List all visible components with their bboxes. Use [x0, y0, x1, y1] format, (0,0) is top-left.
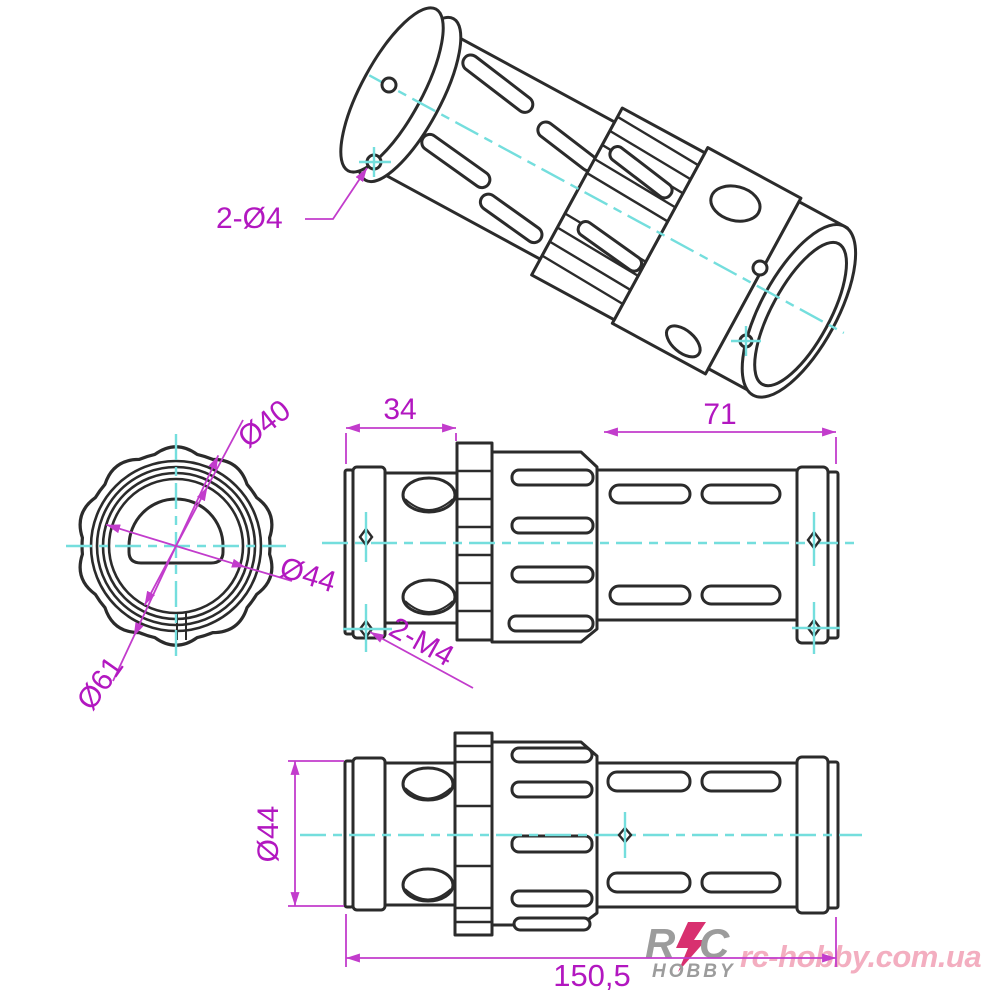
dim-label-d44-front: Ø44 — [276, 551, 340, 599]
dim-extension — [112, 636, 135, 682]
dim-line — [132, 545, 177, 637]
bottom-body-slot — [510, 780, 594, 799]
watermark-site-url: rc-hobby.com.ua — [740, 939, 981, 974]
iso-tube-slot — [420, 132, 492, 190]
iso-axis-centerline — [368, 74, 845, 335]
dimension-34: 34 — [345, 393, 457, 464]
bottom-view — [300, 731, 862, 937]
dim-label-71: 71 — [703, 398, 736, 431]
iso-tube-slot — [461, 53, 535, 114]
iso-bottom-cut — [665, 324, 702, 359]
bottom-oval-shadow — [404, 888, 452, 901]
logo-letter-r: R — [645, 920, 676, 967]
bottom-body-slot — [510, 834, 594, 854]
bottom-tube-slot — [606, 770, 692, 793]
dim-label-d44-bottom: Ø44 — [252, 806, 285, 863]
side-knurled-collar — [455, 441, 494, 642]
bottom-oval-shadow — [404, 787, 452, 800]
bottom-oval-hole — [401, 766, 455, 802]
side-front-cap — [351, 465, 387, 640]
iso-flange-hole-top — [380, 76, 398, 94]
dim-extension — [206, 419, 244, 488]
dimension-d44-bottom: Ø44 — [252, 760, 344, 907]
side-body-slot — [510, 565, 595, 584]
side-body-slot — [510, 516, 595, 535]
leader-line — [369, 631, 474, 689]
logo-word-hobby: HOBBY — [652, 961, 736, 982]
dim-label-150-5: 150,5 — [553, 958, 631, 993]
side-body-slot — [507, 614, 595, 633]
dimension-overall-length: 150,5 — [345, 914, 837, 993]
bottom-collar-ribs — [455, 744, 492, 924]
iso-collar-slot — [576, 220, 644, 273]
side-oval-hole — [401, 476, 457, 514]
side-oval-hole — [401, 578, 457, 616]
iso-ring-hole — [751, 259, 769, 277]
bottom-tube-slot — [700, 770, 782, 793]
side-oval-shadow — [404, 600, 454, 613]
bottom-body-slot — [512, 916, 592, 932]
side-rear-ring — [795, 465, 830, 645]
leader-line — [305, 167, 368, 220]
side-body-slot — [510, 468, 595, 487]
side-tube-slot — [608, 584, 692, 606]
bottom-body-slot — [510, 746, 594, 764]
dim-label-2-d4: 2-Ø4 — [216, 202, 283, 235]
side-main-body — [490, 450, 599, 644]
dimension-71: 71 — [604, 398, 837, 464]
dim-extension — [245, 566, 293, 582]
dim-label-34: 34 — [383, 393, 416, 426]
side-view — [322, 441, 858, 654]
dimension-flange-holes-callout: 2-Ø4 — [216, 167, 368, 235]
dim-line — [105, 523, 177, 547]
iso-side-hole — [709, 184, 762, 223]
bottom-body-slot — [510, 889, 594, 908]
logo-letter-c: C — [699, 920, 730, 967]
watermark: R C HOBBY rc-hobby.com.ua — [645, 920, 982, 982]
bottom-tube-slot — [700, 871, 782, 894]
side-rear-ring-lip — [826, 470, 840, 640]
bottom-tube-slot — [606, 871, 692, 894]
dim-line — [175, 545, 247, 569]
side-collar-ribs — [457, 469, 492, 613]
side-tube-slot — [608, 483, 692, 505]
side-front-cap-lip — [343, 468, 355, 636]
iso-end-opening-inner — [753, 240, 848, 388]
side-tube-slot — [700, 483, 782, 505]
side-oval-shadow — [404, 498, 454, 511]
iso-collar-slot — [608, 145, 674, 200]
dim-line — [175, 455, 220, 547]
dim-label-d61: Ø61 — [71, 651, 131, 716]
bottom-oval-hole — [401, 867, 455, 903]
side-tube-slot — [700, 584, 782, 606]
isometric-view — [339, 6, 858, 399]
iso-tube-slot — [478, 192, 544, 245]
dim-label-d40: Ø40 — [232, 394, 297, 455]
